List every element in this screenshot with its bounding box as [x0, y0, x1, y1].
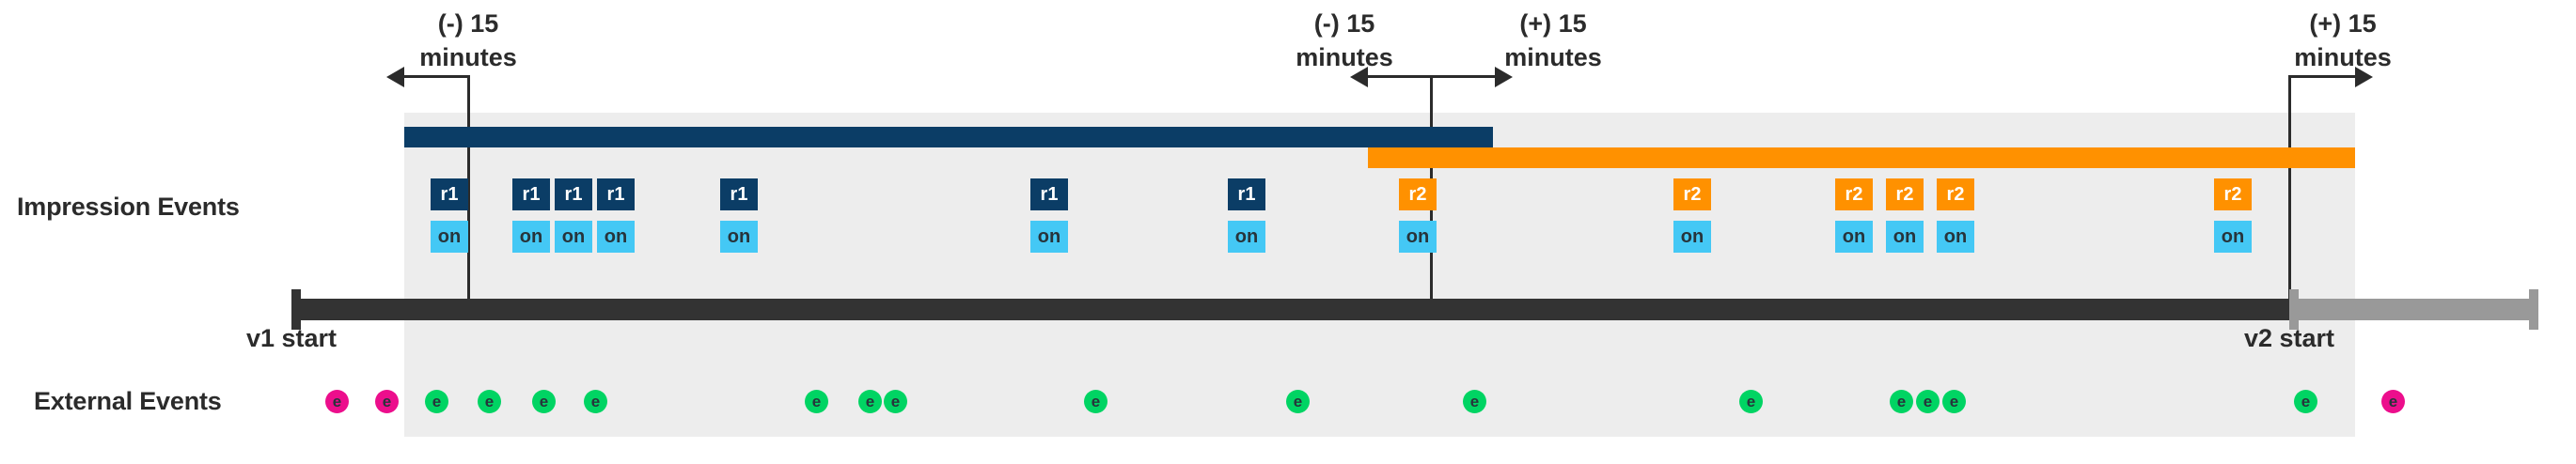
arrow-shaft-minus15-v2: [1368, 75, 1431, 78]
timeline-v2-segment-fill: [2289, 299, 2538, 320]
annotation-minus15-v1: (-) 15 minutes: [419, 8, 517, 75]
external-event-dot[interactable]: e: [1084, 390, 1107, 413]
impression-badge-group[interactable]: r2 on: [1673, 178, 1711, 253]
external-event-dot[interactable]: e: [1739, 390, 1763, 413]
annotation-minus15-v2: (-) 15 minutes: [1296, 8, 1393, 75]
annotation-plus15-v2: (+) 15 minutes: [2294, 8, 2392, 75]
impression-state-badge[interactable]: on: [1228, 221, 1265, 253]
impression-badge-group[interactable]: r2 on: [1937, 178, 1974, 253]
external-event-dot[interactable]: e: [532, 390, 556, 413]
impression-badge-group[interactable]: r1 on: [720, 178, 758, 253]
impression-state-badge[interactable]: on: [1673, 221, 1711, 253]
impression-badge-group[interactable]: r1 on: [555, 178, 592, 253]
impression-badge-group[interactable]: r2 on: [1835, 178, 1873, 253]
impression-badge-group[interactable]: r2 on: [1886, 178, 1924, 253]
external-event-dot[interactable]: e: [478, 390, 501, 413]
leader-line-minus15-v1: [467, 75, 470, 319]
impression-state-badge[interactable]: on: [555, 221, 592, 253]
external-event-dot[interactable]: e: [1463, 390, 1486, 413]
impression-request-badge[interactable]: r2: [1886, 178, 1924, 210]
impression-state-badge[interactable]: on: [720, 221, 758, 253]
arrow-shaft-plus15-v2: [2289, 75, 2355, 78]
impression-state-badge[interactable]: on: [597, 221, 635, 253]
impression-badge-group[interactable]: r1 on: [512, 178, 550, 253]
annotation-unit: minutes: [1504, 42, 1602, 71]
impression-badge-group[interactable]: r1 on: [431, 178, 468, 253]
external-event-dot[interactable]: e: [2294, 390, 2317, 413]
impression-badge-group[interactable]: r2 on: [2214, 178, 2252, 253]
arrow-head-plus15-v2: [2355, 67, 2373, 87]
impression-request-badge[interactable]: r2: [1673, 178, 1711, 210]
impression-badge-group[interactable]: r1 on: [1228, 178, 1265, 253]
annotation-offset: (-) 15: [437, 9, 499, 38]
arrow-shaft-plus15-v1: [1431, 75, 1495, 78]
impression-state-badge[interactable]: on: [512, 221, 550, 253]
impression-state-badge[interactable]: on: [431, 221, 468, 253]
impression-state-badge[interactable]: on: [2214, 221, 2252, 253]
impression-request-badge[interactable]: r2: [2214, 178, 2252, 210]
annotation-unit: minutes: [1296, 42, 1393, 71]
impression-state-badge[interactable]: on: [1886, 221, 1924, 253]
external-event-dot[interactable]: e: [1890, 390, 1913, 413]
arrow-head-minus15-v2: [1350, 67, 1368, 87]
arrow-shaft-minus15-v1: [404, 75, 468, 78]
impression-request-badge[interactable]: r1: [720, 178, 758, 210]
annotation-offset: (-) 15: [1313, 9, 1375, 38]
external-event-dot[interactable]: e: [1916, 390, 1940, 413]
impression-request-badge[interactable]: r1: [597, 178, 635, 210]
annotation-plus15-v1: (+) 15 minutes: [1504, 8, 1602, 75]
impression-request-badge[interactable]: r1: [1030, 178, 1068, 210]
arrow-head-plus15-v1: [1495, 67, 1513, 87]
version-window-v2: [1368, 147, 2355, 168]
external-event-dot[interactable]: e: [2381, 390, 2405, 413]
impression-request-badge[interactable]: r2: [1835, 178, 1873, 210]
timeline-v1-segment: [291, 299, 2289, 320]
external-event-dot[interactable]: e: [425, 390, 448, 413]
impression-badge-group[interactable]: r1 on: [1030, 178, 1068, 253]
impression-request-badge[interactable]: r2: [1399, 178, 1437, 210]
annotation-unit: minutes: [419, 42, 517, 71]
v2-start-label: v2 start: [2243, 324, 2335, 352]
version-window-v1: [404, 127, 1493, 147]
row-label-impression-events: Impression Events: [17, 193, 240, 221]
external-event-dot[interactable]: e: [325, 390, 349, 413]
row-label-external-events: External Events: [34, 387, 222, 415]
impression-state-badge[interactable]: on: [1399, 221, 1437, 253]
external-event-dot[interactable]: e: [805, 390, 828, 413]
v1-start-label: v1 start: [245, 324, 338, 352]
external-event-dot[interactable]: e: [584, 390, 607, 413]
timeline-end-cap: [2529, 289, 2538, 330]
external-event-dot[interactable]: e: [375, 390, 399, 413]
external-event-dot[interactable]: e: [1942, 390, 1966, 413]
leader-line-plus15-v2: [2288, 75, 2291, 319]
arrow-head-minus15-v1: [386, 67, 404, 87]
external-event-dot[interactable]: e: [1286, 390, 1310, 413]
annotation-offset: (+) 15: [2309, 9, 2377, 38]
impression-request-badge[interactable]: r1: [555, 178, 592, 210]
impression-state-badge[interactable]: on: [1030, 221, 1068, 253]
impression-state-badge[interactable]: on: [1937, 221, 1974, 253]
impression-request-badge[interactable]: r1: [1228, 178, 1265, 210]
impression-request-badge[interactable]: r1: [512, 178, 550, 210]
impression-badge-group[interactable]: r2 on: [1399, 178, 1437, 253]
impression-state-badge[interactable]: on: [1835, 221, 1873, 253]
impression-badge-group[interactable]: r1 on: [597, 178, 635, 253]
impression-request-badge[interactable]: r1: [431, 178, 468, 210]
external-event-dot[interactable]: e: [858, 390, 882, 413]
impression-request-badge[interactable]: r2: [1937, 178, 1974, 210]
external-event-dot[interactable]: e: [884, 390, 907, 413]
annotation-unit: minutes: [2294, 42, 2392, 71]
annotation-offset: (+) 15: [1519, 9, 1587, 38]
